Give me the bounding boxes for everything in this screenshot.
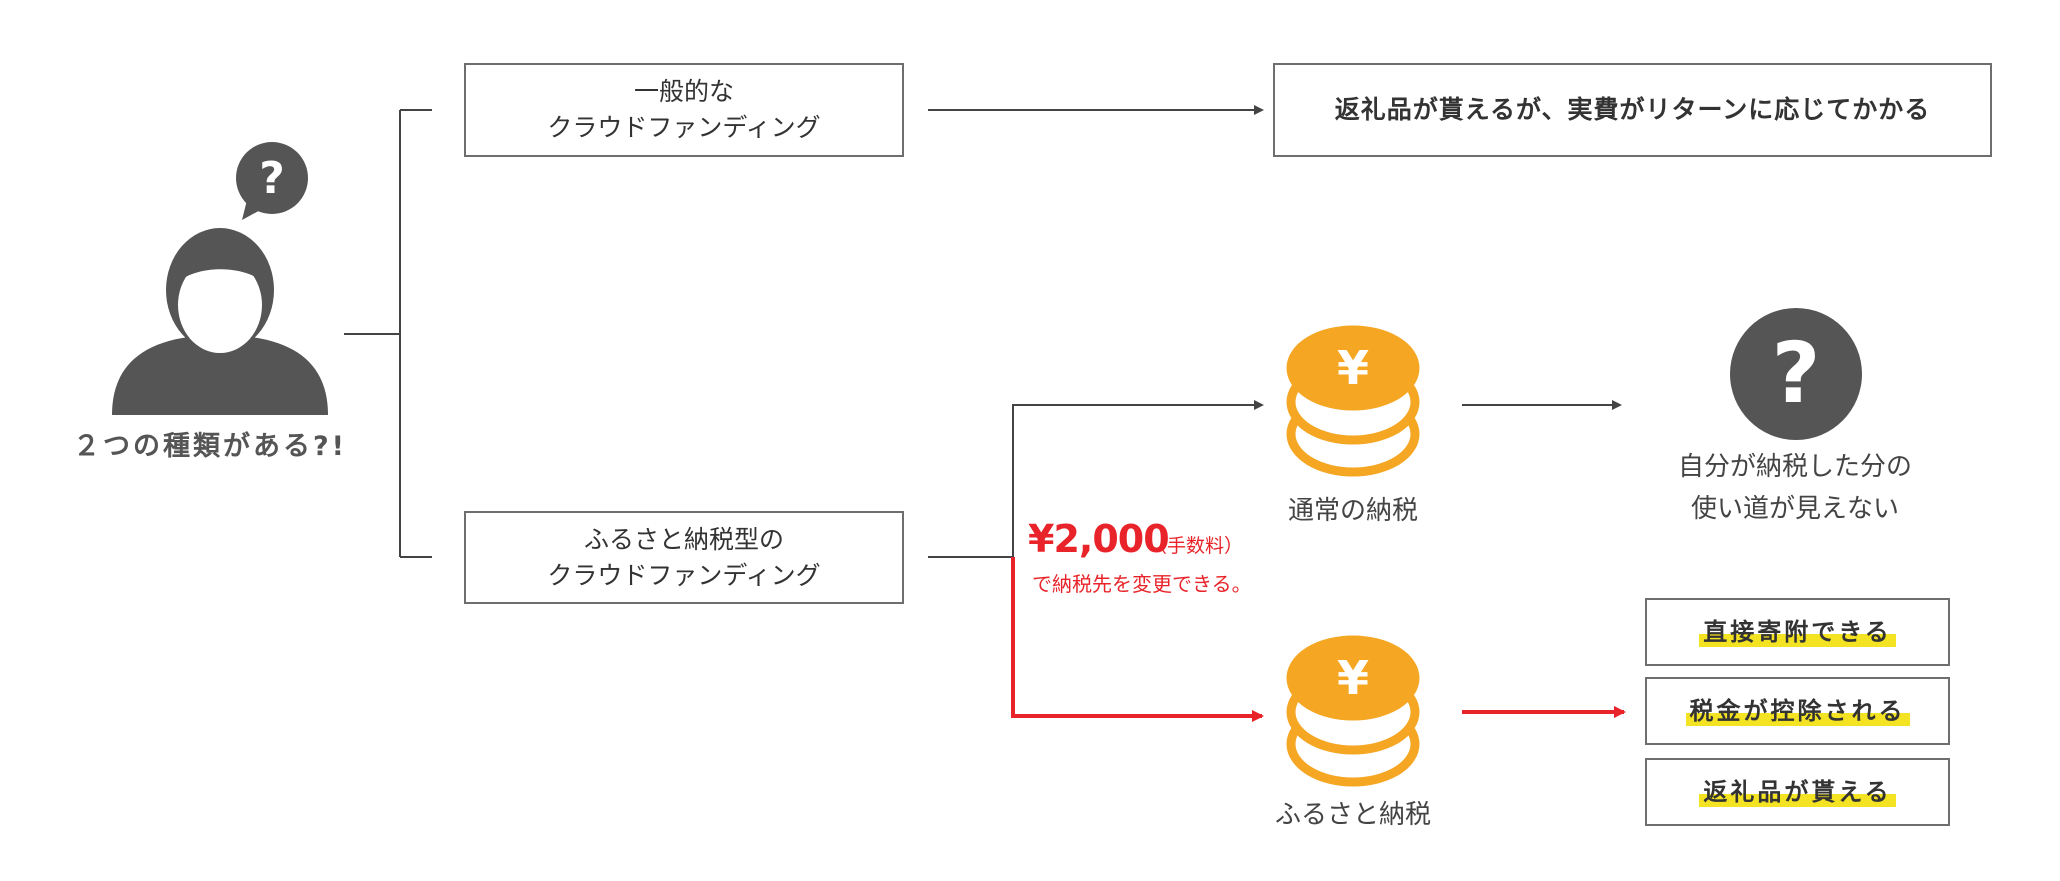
- benefit-text: 返礼品が貰える: [1699, 774, 1896, 810]
- yen-coin-stack-icon: ¥: [1286, 325, 1420, 477]
- furusato-label-line2: クラウドファンディング: [547, 560, 821, 590]
- fee-description: で納税先を変更できる。: [1032, 572, 1252, 596]
- benefit-return-gift: 返礼品が貰える: [1645, 758, 1950, 826]
- benefit-text: 直接寄附できる: [1699, 614, 1896, 650]
- furusato-crowdfunding-box: ふるさと納税型の クラウドファンディング: [464, 511, 904, 604]
- arrow-to-normal-tax: [1012, 400, 1264, 557]
- general-label-line2: クラウドファンディング: [547, 113, 821, 142]
- yen-coin-stack-icon: ¥: [1286, 635, 1420, 787]
- general-crowdfunding-box: 一般的な クラウドファンディング: [464, 63, 904, 157]
- svg-text:¥: ¥: [1337, 341, 1369, 395]
- fee-unit: （手数料）: [1148, 535, 1244, 557]
- general-label-line1: 一般的な: [633, 77, 734, 106]
- normal-tax-caption: 通常の納税: [1287, 496, 1418, 526]
- furusato-tax-caption: ふるさと納税: [1274, 800, 1431, 830]
- furusato-label-line1: ふるさと納税型の: [583, 524, 784, 554]
- arrow-to-furusato-tax: [1011, 557, 1264, 722]
- person-caption: ２つの種類がある?!: [73, 431, 347, 462]
- unknown-caption-line2: 使い道が見えない: [1690, 494, 1899, 524]
- benefit-text: 税金が控除される: [1685, 693, 1910, 729]
- person-icon: [112, 228, 328, 415]
- fee-amount: ¥2,000: [1028, 517, 1170, 561]
- svg-text:¥: ¥: [1337, 651, 1369, 705]
- split-bracket: [344, 109, 432, 558]
- svg-text:?: ?: [1772, 324, 1821, 422]
- general-result-box: 返礼品が貰えるが、実費がリターンに応じてかかる: [1273, 63, 1992, 157]
- svg-text:?: ?: [259, 153, 285, 204]
- unknown-question-icon: ?: [1730, 308, 1862, 440]
- general-result-text: 返礼品が貰えるが、実費がリターンに応じてかかる: [1334, 95, 1931, 124]
- question-bubble-icon: ?: [236, 142, 308, 220]
- unknown-caption-line1: 自分が納税した分の: [1677, 452, 1912, 482]
- benefit-tax-deduction: 税金が控除される: [1645, 677, 1950, 745]
- unknown-usage-caption: 自分が納税した分の 使い道が見えない: [1620, 446, 1970, 530]
- benefit-direct-donation: 直接寄附できる: [1645, 598, 1950, 666]
